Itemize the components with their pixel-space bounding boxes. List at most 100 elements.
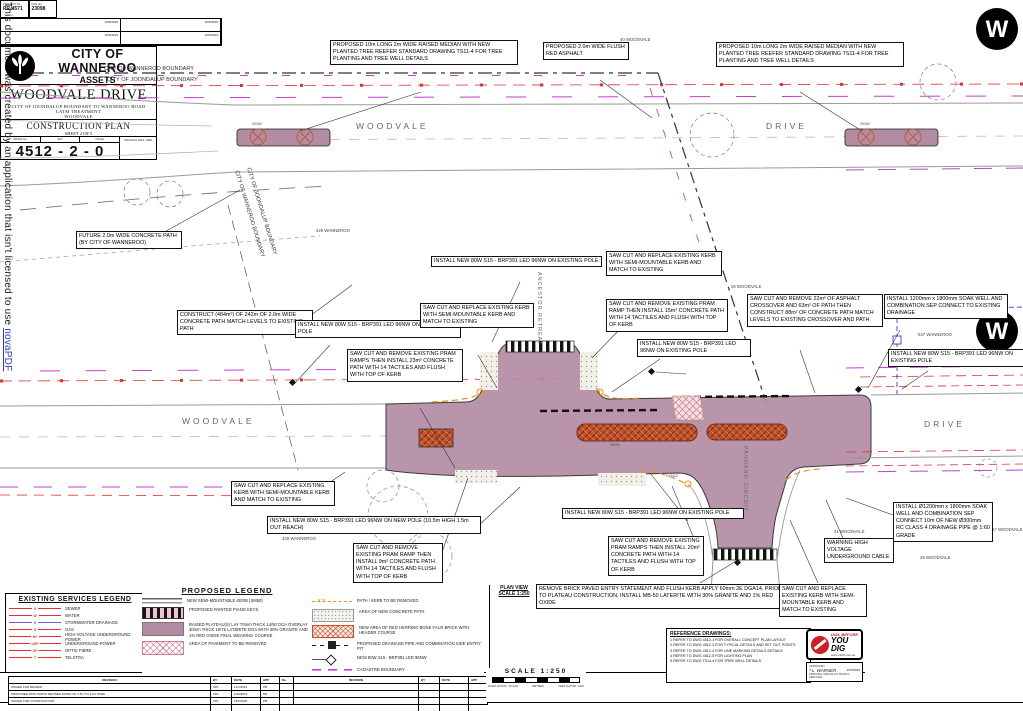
service-code: OF xyxy=(32,648,38,653)
herringbone-swatch-icon xyxy=(312,625,354,638)
service-code: T xyxy=(34,655,36,660)
revision-header-cell: DATE xyxy=(440,677,469,683)
lot-number-label: 31 WOODVALE xyxy=(834,529,865,534)
title-block-org-row: CITY OF WANNEROO ASSETS xyxy=(1,47,156,85)
project-file-cells: PROJECT No. PR-4571 FILE No. 23098 xyxy=(0,0,57,18)
street-name-label: PANDANO CIRCUIT xyxy=(742,446,748,512)
dial-before-you-dig-logo: DIAL BEFORE YOU DIG www.1100.com.au xyxy=(806,629,863,660)
line-segment xyxy=(9,629,32,630)
lot-number-label: 29 WOODVALE xyxy=(920,555,951,560)
vert-datum: VERT DATUM : AHD xyxy=(558,684,584,688)
revision-cell xyxy=(440,698,469,704)
callout-note: INSTALL NEW 80W S15 - BRP391 LED 96NW ON… xyxy=(431,256,602,268)
concrete-swatch-icon xyxy=(312,609,354,622)
scale-units: METRES xyxy=(532,684,544,688)
service-code: HV xyxy=(32,634,38,639)
legend-label: NEW AREA OF RED HERRING BONE FAUX BRICK … xyxy=(359,625,470,636)
callout-note: SAW CUT AND REMOVE EXISTING PRAM RAMP TH… xyxy=(606,299,728,332)
service-label: TELSTRA xyxy=(65,655,84,660)
revision-cell: PB xyxy=(261,691,280,697)
revision-header-cell: APP xyxy=(261,677,280,683)
street-name-label: DRIVE xyxy=(924,419,965,429)
service-line-swatch: W xyxy=(9,614,62,618)
dbyd-line2: YOU DIG xyxy=(831,636,849,653)
novapdf-link[interactable]: novaPDF xyxy=(2,328,13,372)
revision-cell: 1/10/2019 xyxy=(232,691,261,697)
project-label: PROJECT No. xyxy=(3,2,22,6)
line-segment xyxy=(38,622,61,623)
revision-cell xyxy=(294,691,419,697)
drawn-cell: DRAWN 15/5/2019 C.P.LAMB xyxy=(121,32,221,45)
light-swatch-icon xyxy=(312,655,352,664)
revision-header-cell: BY xyxy=(419,677,440,683)
reference-item: 1 REFER TO DWG 4512-1 FOR OVERALL CONCEP… xyxy=(670,638,786,642)
line-segment xyxy=(9,615,32,616)
pathremove-swatch-icon xyxy=(312,598,352,606)
svg-text:W: W xyxy=(986,318,1009,345)
revision-header-cell: BY xyxy=(211,677,232,683)
revision-cell: 11/7/2019 xyxy=(232,684,261,690)
plan-type: CONSTRUCTION PLAN xyxy=(26,121,131,131)
revision-cell xyxy=(440,691,469,697)
revision-cell xyxy=(469,698,487,704)
legend-row: PROPOSED DRAINAGE PIPE AND COMBINATION S… xyxy=(312,641,482,652)
surveyed-cell: SURVEYED 15/5/2019 JUROVICH SURVEYING xyxy=(1,19,121,32)
signoff-grid: SURVEYED 15/5/2019 JUROVICH SURVEYING DE… xyxy=(0,18,222,46)
revision-cell xyxy=(440,705,469,711)
legend-row: NEW 80W S15 - BRP391 LED 96NW xyxy=(312,655,482,664)
proposed-legend: PROPOSED LEGEND NEW SEMI-MOUNTABLE KERB … xyxy=(142,586,484,680)
drawing-number: 4512 - 2 - 0 xyxy=(15,143,105,160)
revision-header-cell: REVISION xyxy=(9,677,211,683)
svg-text:W: W xyxy=(986,16,1009,43)
dbyd-url: www.1100.com.au xyxy=(831,653,856,657)
line-segment xyxy=(9,650,31,651)
legend-row: T TELSTRA xyxy=(9,654,141,661)
title-block: CITY OF WANNEROO ASSETS WOODVALE DRIVE C… xyxy=(0,46,157,160)
checked-date: 15/5/2019 xyxy=(104,32,118,37)
legend-row: NEW SEMI-MOUNTABLE KERB (SM50) xyxy=(142,598,312,604)
scale-bar xyxy=(492,677,580,683)
callout-note: PROPOSED 10m LONG 2m WIDE RAISED MEDIAN … xyxy=(716,42,904,68)
callout-note: FUTURE 2.0m WIDE CONCRETE PATH (BY CITY … xyxy=(76,231,182,250)
designed-date: 15/5/2019 xyxy=(204,19,218,24)
legend-label: RAISED PLATEAU(S) LAY 70mm THICK 14/50 D… xyxy=(189,622,308,638)
title-block-number-row: DRWG No. SHT ISSUE 4512 - 2 - 0 ORIGINAL… xyxy=(1,137,156,160)
revision-cell xyxy=(9,705,211,711)
approved-title: PRINCIPAL SPECIALIST TRAFFIC SERVICES xyxy=(809,673,850,679)
org-dept: ASSETS xyxy=(79,74,116,85)
legend-label: CADASTRE BOUNDARY xyxy=(357,666,405,672)
revision-cell xyxy=(261,705,280,711)
revision-header-cell: No. xyxy=(282,678,287,682)
org-name: CITY OF WANNEROO xyxy=(58,46,137,75)
service-code: G xyxy=(33,627,37,632)
callout-note: INSTALL NEW 80W S15 - BRP391 LED 96NW ON… xyxy=(562,508,744,520)
line-segment xyxy=(38,615,62,616)
street-name-label: ANCESTOR RETREAT xyxy=(536,272,542,346)
street-name-label: WOODVALE xyxy=(356,121,429,131)
lot-number-label: 26 WOODVALE xyxy=(731,284,762,289)
revision-cell xyxy=(469,684,487,690)
line-segment xyxy=(39,636,61,637)
issue-header: ISSUE xyxy=(95,137,104,141)
line-segment xyxy=(9,657,33,658)
lot-number-label: 429 WANNEROO xyxy=(316,228,350,233)
revision-cell xyxy=(294,698,419,704)
callout-note: INSTALL NEW 80W S15 - BRP391 LED 96NW ON… xyxy=(637,339,751,358)
original-size-cell: ORIGINAL DRG. SIZE xyxy=(123,138,153,142)
service-label: HIGH VOLTAGE UNDERGROUND POWER xyxy=(65,631,131,642)
plan-label: CITY OF JOONDALUP BOUNDARY xyxy=(107,77,198,83)
callout-note: WARNING HIGH VOLTAGE UNDERGROUND CABLE xyxy=(824,538,894,564)
street-name-label: WOODVALE xyxy=(182,416,255,426)
plan-view-scale: SCALE 1:250 xyxy=(498,591,530,597)
plan-frame-line xyxy=(489,585,490,672)
revision-header-cell: DATE xyxy=(232,677,261,683)
lot-number-label: 40 WOODVALE xyxy=(620,37,651,42)
